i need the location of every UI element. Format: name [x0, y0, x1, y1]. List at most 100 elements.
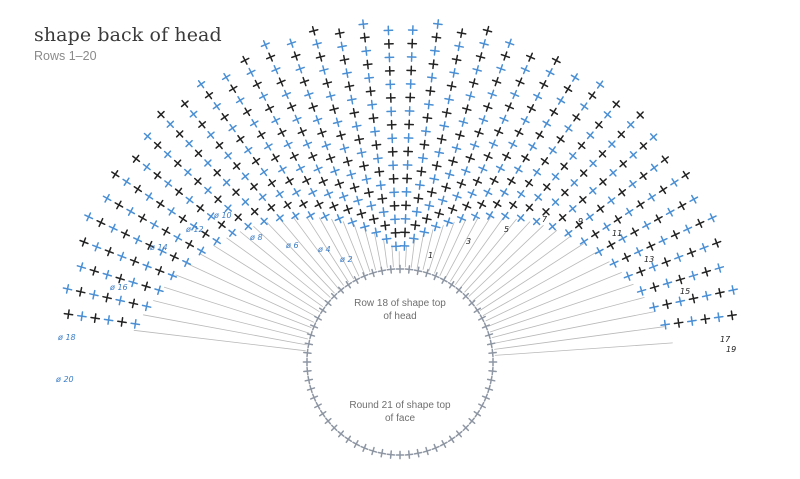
stitch-mark: [144, 192, 154, 201]
stitch-mark: [548, 146, 557, 155]
stitch-mark: [153, 141, 162, 150]
circle-stitch-mark: [447, 435, 456, 444]
stitch-mark: [250, 182, 258, 191]
stitch-mark: [483, 187, 493, 197]
circle-stitch-mark: [478, 314, 486, 323]
radial-guide-line: [374, 233, 382, 269]
stitch-mark: [712, 238, 722, 248]
stitch-mark: [173, 159, 182, 168]
stitch-mark: [339, 143, 350, 154]
circle-stitch-mark: [306, 330, 316, 340]
stitch-mark: [339, 54, 350, 65]
stitch-mark: [455, 130, 465, 141]
stitch-mark: [406, 52, 417, 62]
stitch-mark: [264, 141, 273, 151]
circle-stitch-mark: [468, 299, 476, 307]
circle-stitch-mark: [481, 322, 490, 331]
stitch-mark: [75, 286, 86, 297]
row-label-left: ø 2: [339, 255, 353, 264]
stitch-mark: [154, 285, 164, 295]
stitch-mark: [465, 91, 476, 101]
stitch-mark: [315, 52, 326, 62]
radial-guide-line: [153, 300, 308, 340]
stitch-mark: [232, 188, 240, 196]
stitch-mark: [628, 180, 637, 189]
stitch-mark: [474, 127, 484, 138]
stitch-mark: [556, 96, 566, 105]
circle-stitch-mark: [330, 424, 338, 432]
circle-stitch-mark: [468, 417, 476, 425]
stitch-mark: [359, 161, 369, 171]
radial-guide-line: [489, 283, 634, 333]
stitch-mark: [149, 220, 159, 230]
radial-guide-lines: [133, 216, 673, 356]
stitch-mark: [368, 214, 379, 224]
stitch-mark: [153, 171, 162, 180]
stitch-mark: [359, 221, 370, 232]
stitch-mark: [232, 162, 241, 170]
stitch-mark: [265, 103, 275, 113]
row-label-left: ø 14: [149, 243, 168, 252]
stitch-mark: [285, 176, 294, 186]
stitch-mark: [275, 189, 284, 199]
stitch-mark: [542, 183, 551, 191]
stitch-mark: [606, 240, 616, 250]
stitch-mark: [649, 282, 660, 292]
stitch-mark: [526, 104, 536, 113]
stitch-mark: [89, 289, 99, 300]
stitch-mark: [451, 143, 462, 154]
row-label-left: ø 16: [109, 283, 128, 292]
circle-stitch-mark: [302, 357, 312, 367]
stitch-mark: [386, 106, 397, 117]
stitch-mark: [76, 311, 87, 322]
stitch-mark: [206, 130, 215, 139]
stitch-mark: [259, 91, 268, 101]
stitch-mark: [308, 102, 318, 112]
stitch-mark: [283, 139, 293, 149]
stitch-mark: [358, 19, 369, 30]
stitch-mark: [141, 301, 152, 312]
stitch-mark: [636, 200, 645, 209]
stitch-mark: [444, 169, 455, 180]
stitch-mark: [670, 178, 679, 187]
circle-stitch-mark: [303, 366, 312, 376]
stitch-mark: [222, 178, 231, 187]
stitch-mark: [351, 121, 362, 132]
row-label-right: 17: [720, 335, 731, 344]
stitch-mark: [157, 110, 165, 119]
stitch-mark: [525, 52, 536, 62]
stitch-mark: [714, 263, 725, 273]
stitch-mark: [342, 156, 353, 167]
row-label-right: 1: [428, 251, 433, 260]
stitch-mark: [429, 45, 440, 56]
circle-stitch-mark: [395, 264, 405, 274]
stitch-mark: [487, 89, 497, 100]
stitch-mark: [287, 102, 297, 112]
stitch-mark: [240, 55, 250, 65]
stitch-mark: [660, 319, 671, 330]
stitch-mark: [399, 240, 410, 251]
stitch-mark: [234, 213, 243, 222]
stitch-mark: [102, 193, 112, 203]
stitch-mark: [375, 180, 386, 191]
stitch-mark: [525, 203, 534, 212]
row-label-left: ø 12: [185, 225, 204, 234]
stitch-mark: [542, 119, 552, 128]
stitch-mark: [133, 235, 143, 245]
radial-guide-line: [416, 234, 424, 269]
stitch-mark: [514, 165, 523, 174]
stitch-mark: [178, 214, 188, 224]
circle-stitch-mark: [462, 424, 470, 432]
stitch-mark: [492, 199, 502, 209]
stitch-mark: [228, 228, 237, 237]
row-label-right: 3: [466, 237, 471, 246]
stitch-mark: [556, 135, 565, 144]
stitch-mark: [422, 112, 433, 123]
stitch-mark: [500, 51, 511, 61]
stitch-mark: [244, 222, 253, 231]
circle-stitch-mark: [304, 375, 314, 385]
stitch-mark: [182, 257, 192, 268]
stitch-mark: [516, 189, 526, 199]
stitch-mark: [461, 104, 472, 114]
stitch-mark: [675, 274, 686, 285]
